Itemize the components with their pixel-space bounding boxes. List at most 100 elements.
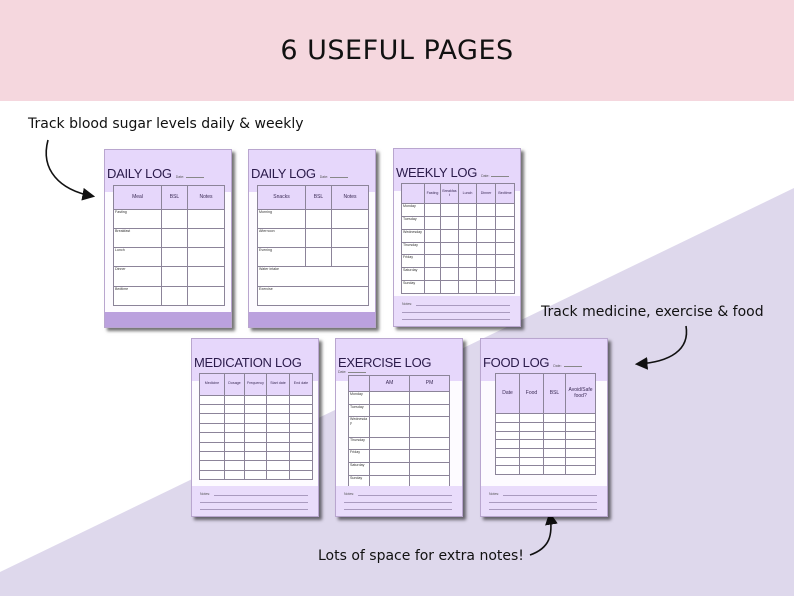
column-header: BSL — [543, 372, 566, 415]
table-cell — [289, 441, 313, 452]
notes-line — [489, 502, 597, 503]
table-cell: Monday — [348, 390, 370, 405]
table-cell: Saturday — [348, 462, 370, 477]
table-row: Fasting — [113, 208, 225, 229]
notes-line — [402, 319, 510, 320]
table-cell — [440, 280, 459, 294]
notes-line — [416, 305, 510, 306]
table-cell — [543, 456, 566, 467]
table-row: Morning — [257, 208, 369, 229]
table-cell — [565, 448, 596, 458]
table-cell: Morning — [257, 208, 306, 229]
table-cell — [224, 441, 245, 452]
notes-area: Notes: — [192, 486, 318, 516]
table-row — [495, 465, 596, 475]
table-cell — [519, 465, 544, 475]
table-cell — [495, 413, 520, 424]
table-row: Sunday — [401, 280, 515, 294]
table-row: Friday — [401, 254, 515, 269]
table-cell — [224, 460, 245, 471]
table-cell — [244, 422, 267, 434]
column-header: Lunch — [458, 182, 477, 205]
table-cell — [409, 449, 450, 464]
table-cell — [289, 460, 313, 471]
date-label: Date: — [553, 364, 581, 369]
table-cell — [458, 241, 477, 256]
table-row — [495, 430, 596, 441]
table-cell: Breakfast — [113, 227, 162, 249]
table-row: Wednesday — [401, 228, 515, 243]
table-cell: Evening — [257, 247, 306, 268]
table-cell — [199, 413, 225, 424]
column-header: Food — [519, 372, 544, 415]
table-row: Lunch — [113, 247, 225, 268]
table-cell: Wednesday — [401, 228, 425, 243]
column-header: Snacks — [257, 185, 306, 210]
column-header: Fasting — [424, 182, 441, 205]
table-cell — [199, 469, 225, 481]
table-cell — [369, 462, 410, 477]
table-cell: Lunch — [113, 247, 162, 268]
title-line: MEDICATION LOG — [194, 356, 316, 370]
column-header: Start date — [266, 373, 290, 396]
table-cell — [409, 462, 450, 477]
page-footer-band — [105, 312, 231, 327]
table-cell — [161, 285, 188, 307]
column-header: Dosage — [224, 373, 245, 396]
table-row: Bedtime — [113, 285, 225, 307]
table-cell — [266, 404, 290, 415]
table-cell: Fasting — [113, 208, 162, 229]
table-cell — [543, 430, 566, 441]
table-row: Thursday — [401, 241, 515, 256]
table-cell — [289, 469, 313, 481]
table-cell — [565, 430, 596, 441]
notes-line — [402, 312, 510, 313]
table-cell — [266, 450, 290, 462]
table-cell — [199, 441, 225, 452]
table-cell — [187, 266, 225, 287]
table-cell — [476, 215, 496, 230]
table-cell — [266, 413, 290, 424]
column-header: Date — [495, 372, 520, 415]
table-cell — [369, 403, 410, 418]
table-cell — [305, 227, 332, 249]
table-cell — [244, 441, 267, 452]
table-row — [199, 450, 313, 462]
table-cell: Sunday — [401, 280, 425, 294]
table-cell — [244, 460, 267, 471]
table-cell — [199, 432, 225, 443]
page-title: 6 USEFUL PAGES — [280, 35, 514, 66]
table-cell — [369, 390, 410, 405]
table-cell: Friday — [348, 449, 370, 464]
column-header: Frequency — [244, 373, 267, 396]
table-row — [199, 460, 313, 471]
log-title: MEDICATION LOG — [194, 355, 302, 370]
table-cell — [495, 254, 515, 269]
table-row: Evening — [257, 247, 369, 268]
table-cell — [495, 422, 520, 432]
table-cell — [476, 228, 496, 243]
page-footer-band — [249, 312, 375, 327]
table-cell — [458, 280, 477, 294]
table-cell — [565, 422, 596, 432]
table-cell — [440, 228, 459, 243]
table-cell — [495, 267, 515, 282]
table-cell — [224, 432, 245, 443]
table-cell — [495, 203, 515, 217]
table-cell — [519, 439, 544, 449]
notes-label: Notes: — [200, 492, 211, 496]
notes-line — [344, 509, 452, 510]
table-cell: Friday — [401, 254, 425, 269]
table-cell — [495, 439, 520, 449]
table-cell — [495, 465, 520, 475]
